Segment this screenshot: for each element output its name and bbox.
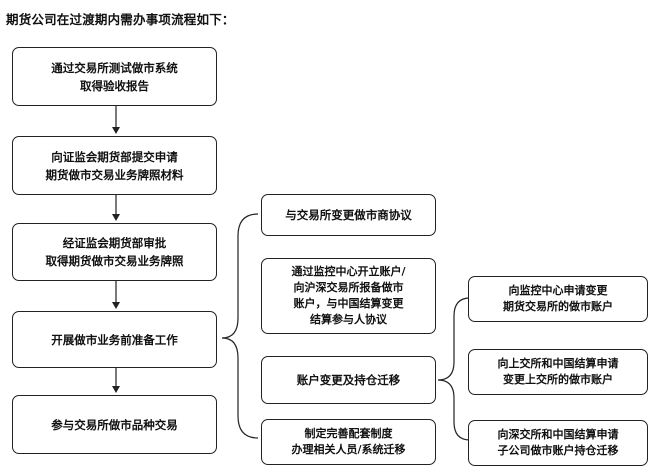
step-line: 向证监会期货部提交申请	[51, 149, 178, 164]
step-line: 取得验收报告	[80, 78, 149, 93]
account-task-sse: 向上交所和中国结算申请 变更上交所的做市账户	[468, 349, 648, 395]
account-task-line: 向上交所和中国结算申请	[497, 357, 619, 370]
step-trading: 参与交易所做市品种交易	[12, 395, 217, 454]
task-line: 制定完善配套制度	[304, 427, 393, 440]
account-task-szse: 向深交所和中国结算申请 子公司做市账户持仓迁移	[468, 420, 648, 466]
step-line: 期货做市交易业务牌照材料	[45, 167, 184, 182]
task-open-accounts: 通过监控中心开立账户/ 向沪深交易所报备做市 账户，与中国结算变更 结算参与人协…	[261, 258, 436, 334]
task-line: 办理相关人员/系统迁移	[291, 443, 406, 456]
step-line: 取得期货做市交易业务牌照	[45, 254, 184, 268]
account-task-line: 变更上交所的做市账户	[503, 373, 613, 386]
page-title: 期货公司在过渡期内需办事项流程如下：	[6, 12, 235, 27]
step-line: 开展做市业务前准备工作	[51, 332, 178, 347]
account-task-line: 子公司做市账户持仓迁移	[497, 444, 619, 457]
brace-prep-tasks	[221, 213, 259, 439]
step-line: 通过交易所测试做市系统	[51, 60, 178, 75]
task-line: 通过监控中心开立账户/	[291, 265, 406, 278]
step-submit-application: 向证监会期货部提交申请 期货做市交易业务牌照材料	[12, 136, 217, 195]
brace-account-tasks	[437, 297, 471, 441]
step-approval: 经证监会期货部审批 取得期货做市交易业务牌照	[12, 223, 217, 281]
step-line: 经证监会期货部审批	[62, 236, 167, 250]
task-line: 账户变更及持仓迁移	[296, 373, 401, 387]
task-line: 账户，与中国结算变更	[293, 297, 404, 310]
account-task-line: 向深交所和中国结算申请	[497, 428, 619, 441]
step-test-system: 通过交易所测试做市系统 取得验收报告	[12, 47, 217, 106]
task-line: 结算参与人协议	[310, 313, 387, 326]
task-line: 与交易所变更做市商协议	[285, 208, 412, 222]
task-change-agreement: 与交易所变更做市商协议	[261, 194, 436, 236]
task-systems-migration: 制定完善配套制度 办理相关人员/系统迁移	[261, 419, 436, 465]
task-account-change: 账户变更及持仓迁移	[261, 356, 436, 404]
task-line: 向沪深交易所报备做市	[293, 281, 404, 294]
account-task-line: 向监控中心申请变更	[508, 284, 608, 297]
account-task-line: 期货交易所的做市账户	[503, 300, 613, 313]
account-task-monitoring-center: 向监控中心申请变更 期货交易所的做市账户	[468, 276, 648, 322]
step-preparation: 开展做市业务前准备工作	[12, 311, 217, 368]
step-line: 参与交易所做市品种交易	[51, 417, 178, 432]
